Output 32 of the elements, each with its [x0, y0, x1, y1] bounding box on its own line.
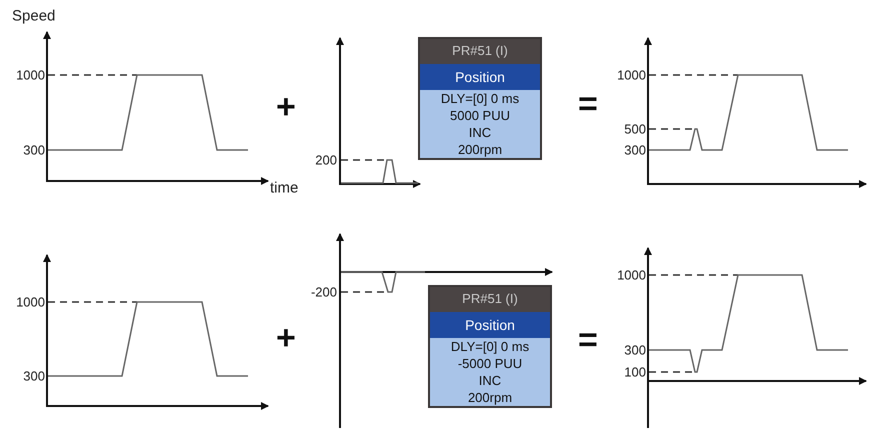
mode-banner: Position — [420, 64, 540, 90]
command-card — [428, 285, 552, 408]
tick-label: 1000 — [16, 296, 45, 308]
tick-label: 200 — [315, 154, 337, 166]
parameter-text: -5000 PUU — [456, 355, 524, 372]
parameter-text: DLY=[0] 0 ms — [440, 90, 520, 107]
equals-sign: = — [578, 323, 598, 357]
tick-label: 300 — [23, 370, 45, 382]
plus-sign: + — [276, 90, 296, 124]
tick-label: 300 — [23, 144, 45, 156]
parameter-text: 200rpm — [456, 141, 504, 158]
card-header: PR#51 (I) — [420, 39, 540, 64]
tick-label: -200 — [310, 286, 337, 298]
tick-label: 300 — [624, 144, 646, 156]
parameter-text: 5000 PUU — [449, 107, 511, 124]
command-card — [418, 37, 542, 160]
tick-label: 500 — [624, 122, 646, 136]
parameter-text: INC — [468, 124, 492, 141]
tick-label: 1000 — [16, 68, 45, 82]
parameter-text: INC — [478, 372, 502, 389]
tick-label: 100 — [624, 366, 646, 378]
plus-sign: + — [276, 321, 296, 355]
parameter-text: DLY=[0] 0 ms — [450, 338, 530, 355]
equals-sign: = — [578, 87, 598, 121]
tick-label: 1000 — [617, 268, 646, 282]
mode-banner: Position — [430, 312, 550, 338]
axis-label: time — [270, 180, 298, 196]
tick-label: 300 — [624, 344, 646, 356]
card-header: PR#51 (I) — [430, 287, 550, 312]
axis-label: Speed — [12, 8, 56, 24]
tick-label: 1000 — [617, 68, 646, 82]
parameter-text: 200rpm — [466, 389, 514, 406]
